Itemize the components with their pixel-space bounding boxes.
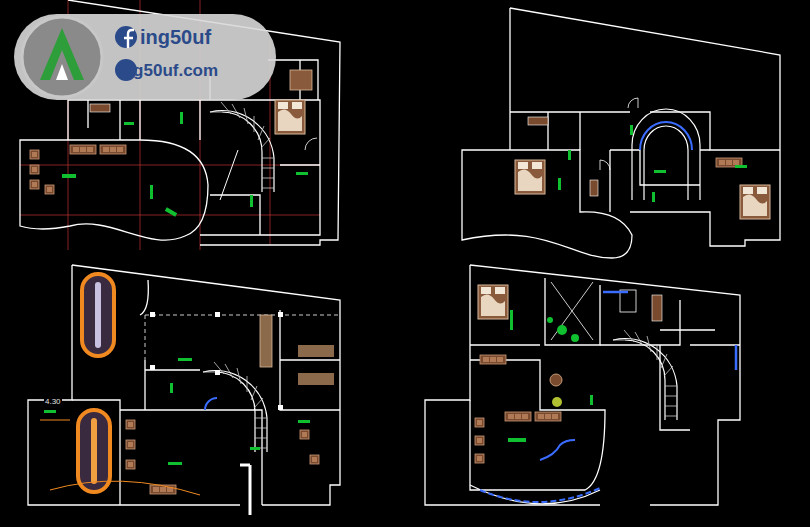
watermark-text: ing50uf <box>140 26 211 48</box>
dimension-label: 4.30 <box>44 398 62 407</box>
watermark-url: ing50uf.com <box>118 62 218 81</box>
watermark-logo <box>14 14 276 100</box>
